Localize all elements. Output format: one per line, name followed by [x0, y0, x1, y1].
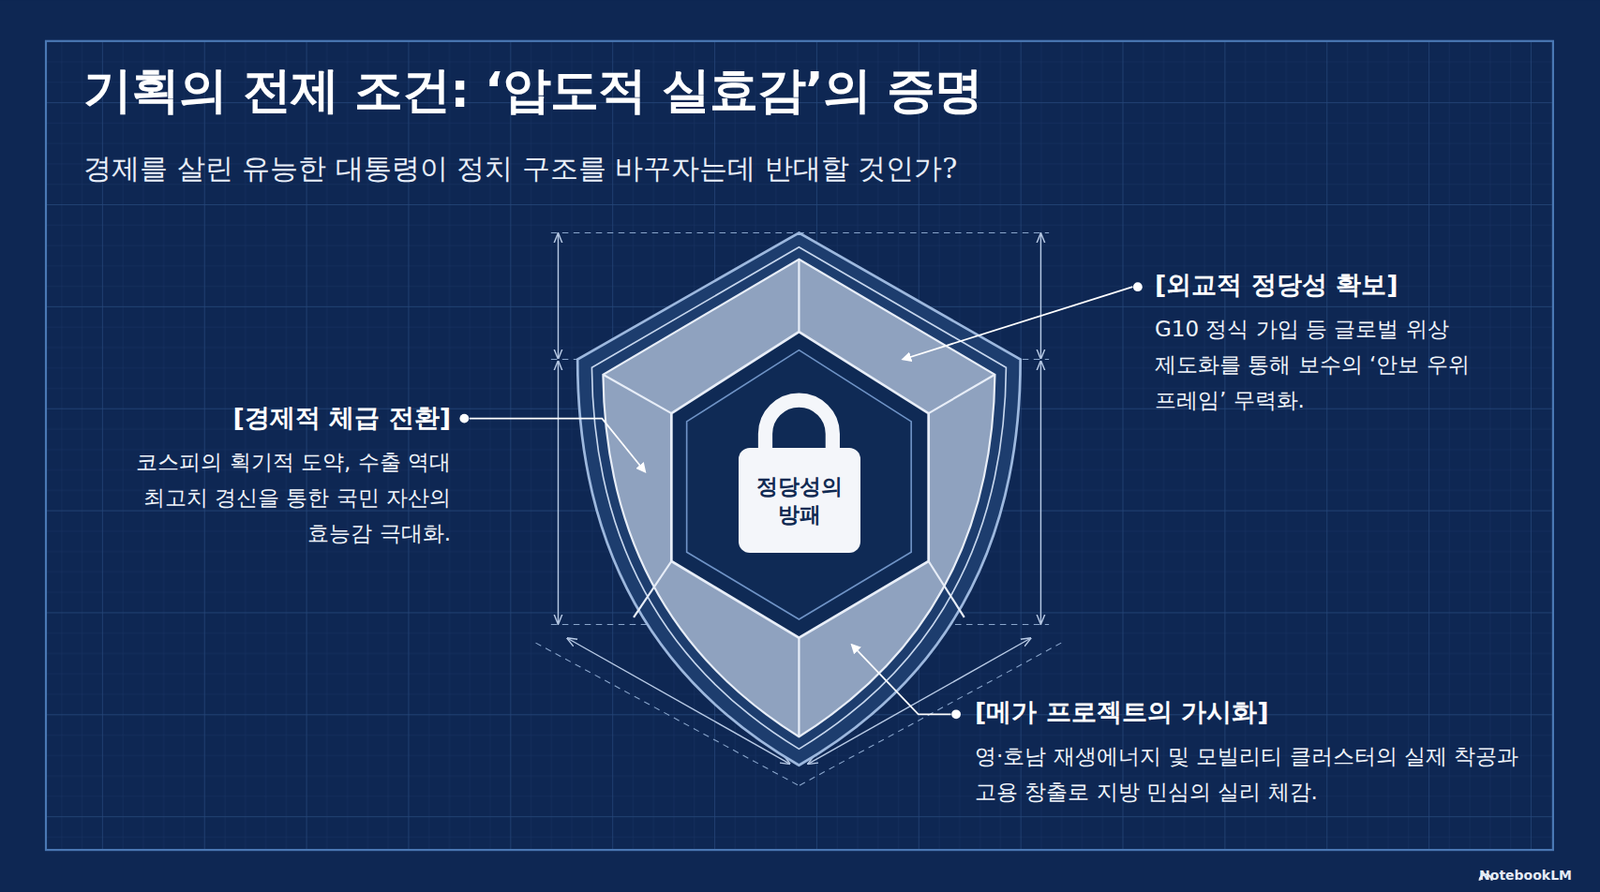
subtitle: 경제를 살린 유능한 대통령이 정치 구조를 바꾸자는데 반대할 것인가? — [83, 149, 958, 189]
callout-heading: [경제적 체급 전환] — [233, 401, 451, 435]
callout-heading: [메가 프로젝트의 가시화] — [974, 695, 1269, 730]
watermark: NotebookLM — [1479, 867, 1572, 883]
callout-body: G10 정식 가입 등 글로벌 위상 제도화를 통해 보수의 ‘안보 우위 프레… — [1154, 311, 1521, 419]
callout-body: 영·호남 재생에너지 및 모빌리티 클러스터의 실제 착공과 고용 창출로 지방… — [974, 738, 1538, 810]
title: 기획의 전제 조건: ‘압도적 실효감’의 증명 — [83, 58, 983, 124]
callout-body: 코스피의 획기적 도약, 수출 역대 최고치 경신을 통한 국민 자산의 효능감… — [132, 444, 451, 552]
lock-label: 정당성의 방패 — [747, 472, 852, 529]
callout-heading: [외교적 정당성 확보] — [1154, 268, 1398, 302]
lock-body: 정당성의 방패 — [738, 448, 861, 554]
